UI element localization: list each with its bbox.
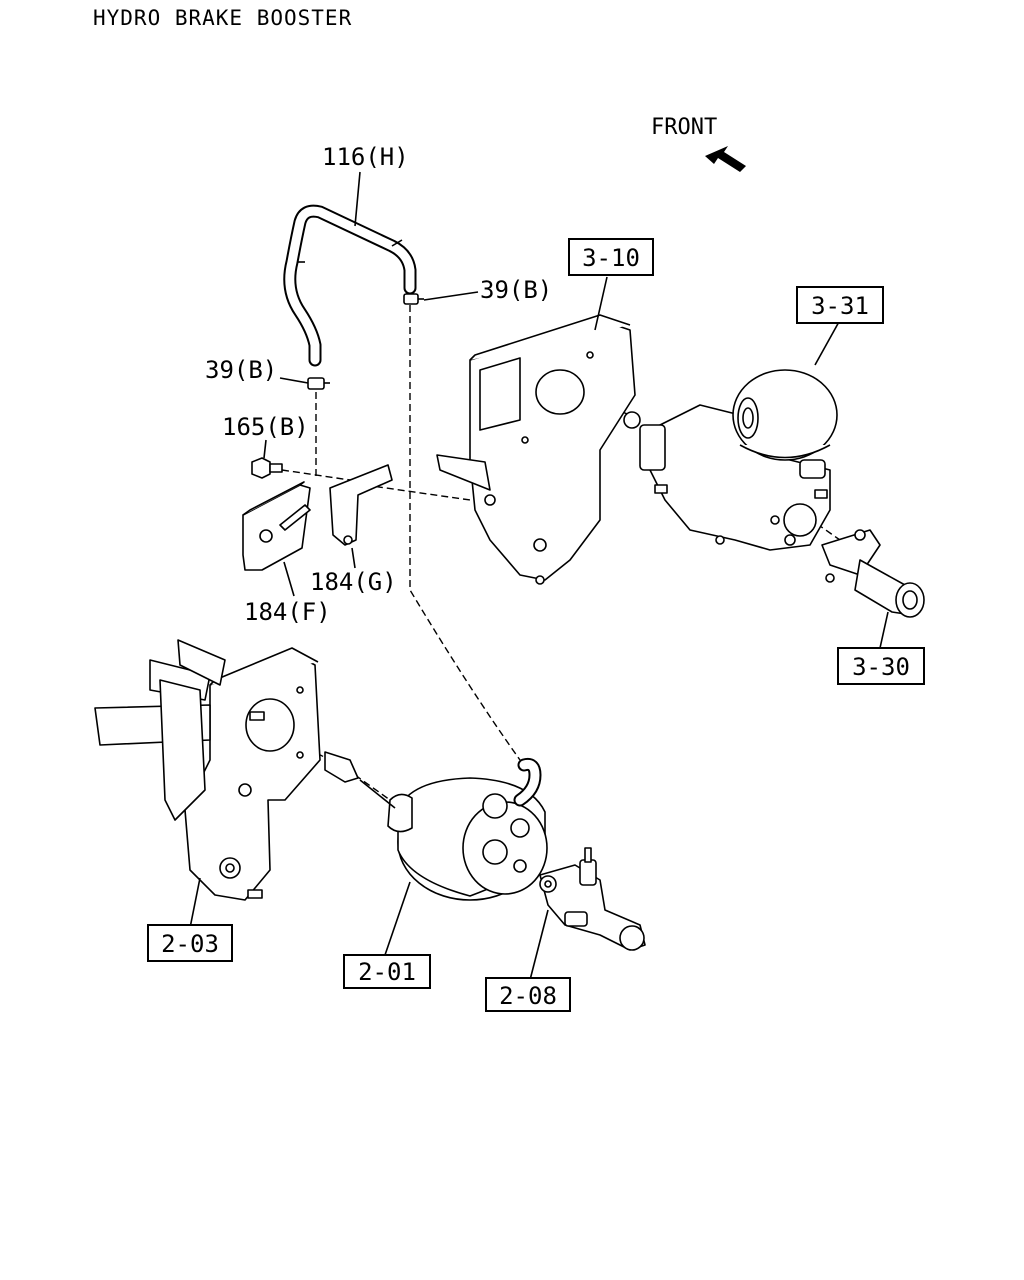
leader-2-08 (529, 909, 549, 981)
pedal-assembly-2-03 (94, 639, 321, 901)
ref-label-3-31: 3-31 (811, 292, 869, 320)
hose-clip-upper (403, 293, 424, 305)
leader-3-31 (814, 319, 841, 366)
hose-clip-lower (307, 377, 330, 390)
leader-2-01 (384, 881, 411, 956)
bracket-184g (329, 464, 393, 546)
front-arrow-icon (705, 146, 746, 172)
front-label: FRONT (651, 115, 717, 140)
ref-box-3-30 (837, 647, 925, 685)
leader-bracket-f (283, 561, 295, 597)
label-clip-lower: 39(B) (205, 356, 277, 384)
ref-box-3-31 (796, 286, 884, 324)
leader-hose (354, 171, 361, 227)
label-hose-116h: 116(H) (322, 143, 409, 171)
ref-label-2-08: 2-08 (499, 982, 557, 1010)
leader-2-03 (189, 877, 201, 929)
ref-box-2-08 (485, 977, 571, 1012)
leader-clip-upper (423, 291, 479, 301)
assembly-line-hose-booster (409, 305, 521, 761)
master-cylinder-2-08 (539, 847, 646, 951)
ref-box-2-01 (343, 954, 431, 989)
ref-box-3-10 (568, 238, 654, 276)
leader-3-30 (879, 611, 889, 649)
assembly-line-pipe (789, 504, 841, 541)
leader-3-10 (594, 276, 608, 331)
vacuum-hose (283, 204, 417, 367)
assembly-line-pushrod (354, 774, 391, 801)
hydro-booster-3-31 (623, 369, 838, 551)
leader-bracket-g (351, 547, 356, 569)
bolt-165b (251, 457, 283, 479)
label-bracket-184g: 184(G) (310, 568, 397, 596)
pipe-fitting-3-30 (821, 529, 925, 618)
vacuum-booster-2-01 (324, 751, 548, 901)
ref-label-3-30: 3-30 (852, 653, 910, 681)
diagram-title: HYDRO BRAKE BOOSTER (93, 6, 352, 30)
pedal-bracket-3-10 (436, 314, 636, 585)
assembly-line-bracket (364, 484, 471, 501)
leader-bolt (263, 439, 267, 459)
ref-label-2-03: 2-03 (161, 930, 219, 958)
assembly-line-bolt (281, 469, 351, 481)
leader-clip-lower (279, 377, 309, 384)
label-bolt-165b: 165(B) (222, 413, 309, 441)
ref-box-2-03 (147, 924, 233, 962)
ref-label-3-10: 3-10 (582, 244, 640, 272)
bracket-184f (242, 481, 311, 571)
label-bracket-184f: 184(F) (244, 598, 331, 626)
label-clip-upper: 39(B) (480, 276, 552, 304)
ref-label-2-01: 2-01 (358, 958, 416, 986)
